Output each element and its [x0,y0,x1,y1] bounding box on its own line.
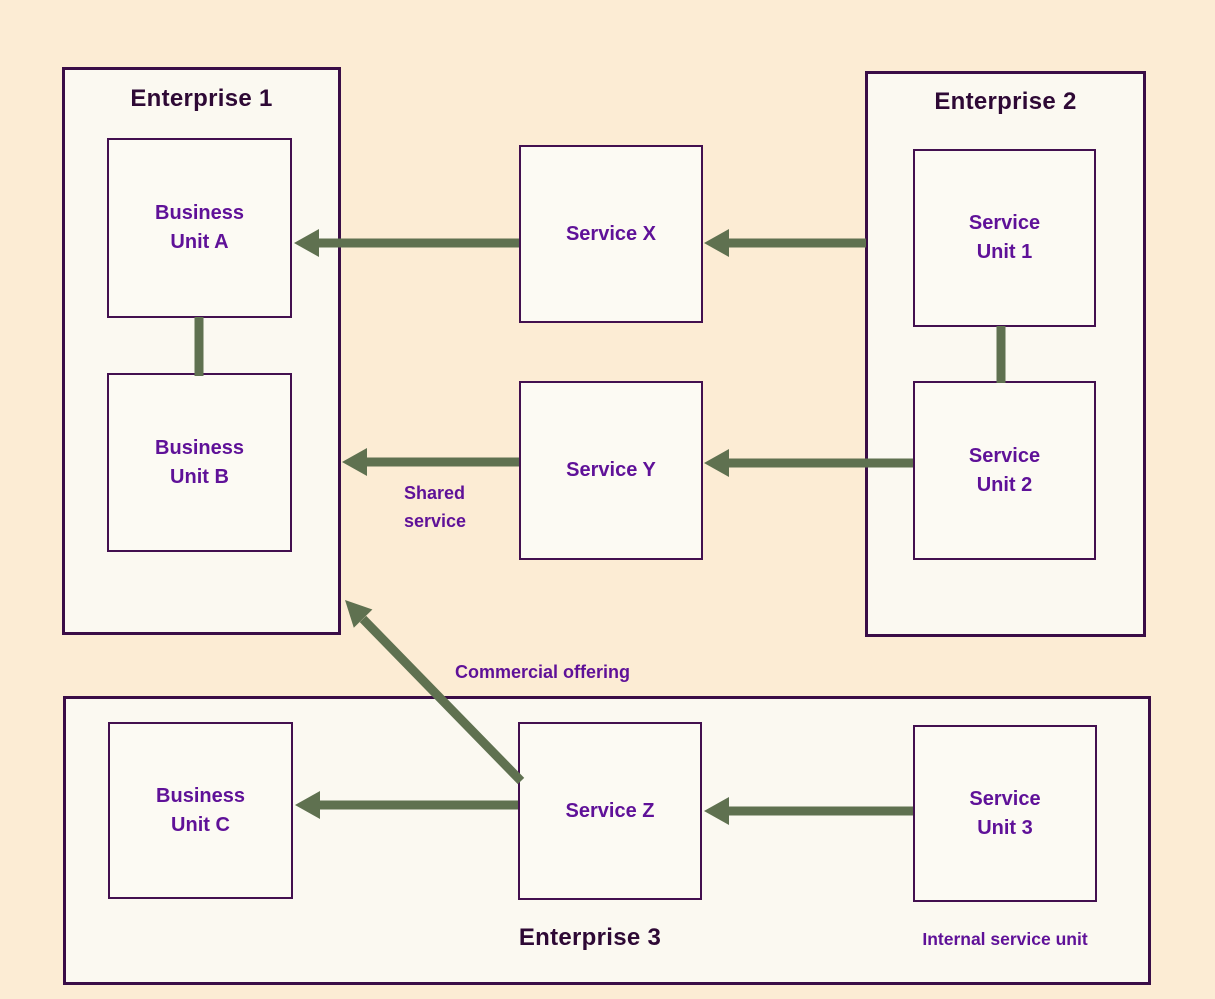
business-unit-b-label: Business Unit B [155,436,244,488]
shared-service-label: Shared service [404,483,467,531]
service-unit-1-label: Service Unit 1 [968,212,1041,263]
arrow-service-y-to-enterprise1 [342,448,519,476]
service-z-box: Service Z [518,722,702,900]
internal-service-unit-label: Internal service unit [922,929,1088,949]
service-x-label: Service X [565,222,657,245]
service-unit-2-label: Service Unit 2 [968,444,1041,496]
business-unit-c-box: Business Unit C [108,722,293,899]
business-unit-b-box: Business Unit B [107,373,292,552]
business-unit-c-label: Business Unit C [156,784,245,836]
business-unit-a-label: Business Unit A [155,202,244,253]
service-y-label: Service Y [566,459,656,481]
enterprise-3-title: Enterprise 3 [518,924,662,951]
business-unit-a-box: Business Unit A [107,138,292,318]
service-unit-3-box: Service Unit 3 [913,725,1097,902]
service-unit-3-label: Service Unit 3 [969,787,1041,839]
enterprise-1-title: Enterprise 1 [130,85,273,112]
service-x-box: Service X [519,145,703,323]
service-y-box: Service Y [519,381,703,560]
service-unit-1-box: Service Unit 1 [913,149,1096,327]
service-unit-2-box: Service Unit 2 [913,381,1096,560]
commercial-offering-label: Commercial offering [455,662,631,682]
arrow-enterprise2-to-service-x [704,229,866,257]
enterprise-2-title: Enterprise 2 [934,88,1077,115]
service-z-label: Service Z [565,799,655,822]
